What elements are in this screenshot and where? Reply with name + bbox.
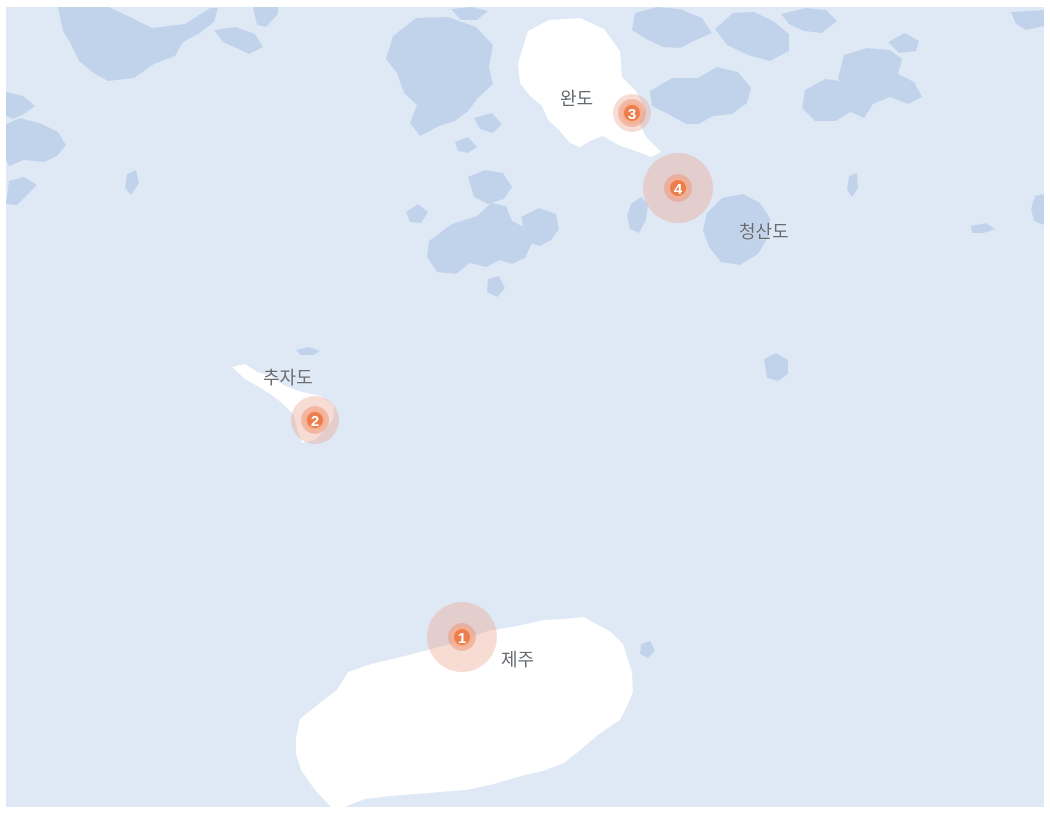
north-center-islet <box>451 7 488 20</box>
south-east-islet <box>764 353 788 381</box>
cheongsando-island <box>703 194 770 265</box>
northeast-island <box>632 7 712 48</box>
northwest-cape <box>253 7 278 27</box>
northeast-island-3 <box>781 8 837 33</box>
marker-jeju-inner: 1 <box>448 623 476 651</box>
jeju-island <box>296 617 633 814</box>
north-center-island <box>386 17 493 136</box>
jeju-east-islet <box>640 641 655 658</box>
marker-chujado-inner: 2 <box>301 406 329 434</box>
northeast-edge-island <box>1011 10 1044 30</box>
central-cluster-island <box>427 203 532 274</box>
left-coast-cluster <box>6 118 66 166</box>
marker-wando-inner: 3 <box>618 99 646 127</box>
northwest-islands <box>58 7 218 81</box>
east-islet <box>847 173 858 197</box>
northeast-island-2 <box>715 12 789 61</box>
label-cheongsando: 청산도 <box>739 222 789 243</box>
left-small-island <box>6 177 37 205</box>
central-cluster-south-islet <box>487 276 505 297</box>
wando-east-island <box>650 67 751 124</box>
marker-jeju-number: 1 <box>452 627 472 647</box>
central-cluster-north-island <box>468 170 512 204</box>
cheongsan-islet <box>627 197 648 233</box>
central-cluster-west-islet <box>406 204 428 223</box>
northwest-inlet-island <box>214 27 263 54</box>
label-wando: 완도 <box>560 89 594 110</box>
northeast-islet <box>888 33 919 53</box>
marker-cheongsan[interactable]: 4 <box>643 153 713 223</box>
left-offshore-islet <box>125 170 139 195</box>
marker-chujado[interactable]: 2 <box>291 396 339 444</box>
chujado-north-islet <box>296 347 320 355</box>
marker-cheongsan-inner: 4 <box>664 174 692 202</box>
label-jeju: 제주 <box>501 650 535 671</box>
marker-chujado-number: 2 <box>305 410 325 430</box>
east-edge-islet <box>1031 194 1044 225</box>
marker-cheongsan-number: 4 <box>668 178 688 198</box>
marker-wando-number: 3 <box>622 103 642 123</box>
central-cluster-southeast-island <box>521 208 559 246</box>
north-center-islet-3 <box>455 137 477 153</box>
wando-island <box>518 18 661 157</box>
left-coast-island <box>6 92 35 119</box>
north-center-islet-2 <box>474 113 502 133</box>
east-islet-2 <box>971 223 995 233</box>
northeast-cluster <box>838 48 922 118</box>
marker-wando[interactable]: 3 <box>613 94 651 132</box>
marker-jeju[interactable]: 1 <box>427 602 497 672</box>
label-chujado: 추자도 <box>263 368 313 389</box>
